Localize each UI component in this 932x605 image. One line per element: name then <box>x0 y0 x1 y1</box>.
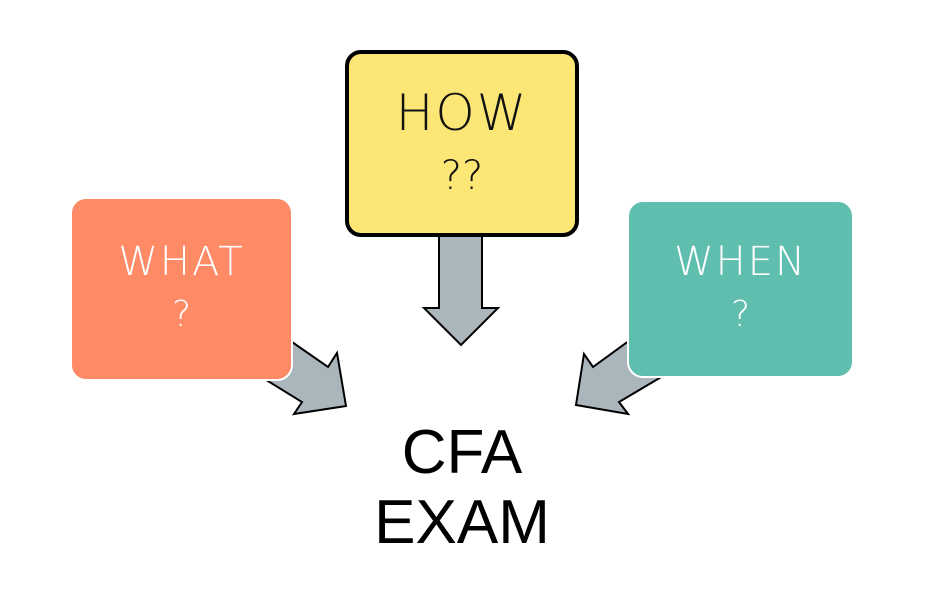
how-mark: ?? <box>440 153 484 199</box>
how-box: HOW ?? <box>345 50 579 237</box>
when-box: WHEN ? <box>627 200 854 378</box>
when-title: WHEN <box>674 239 807 285</box>
center-label: CFA EXAM <box>330 418 594 558</box>
center-line-1: CFA <box>401 418 523 487</box>
how-title: HOW <box>395 84 529 142</box>
what-mark: ? <box>171 294 192 335</box>
what-box: WHAT ? <box>70 197 293 381</box>
when-mark: ? <box>730 294 751 335</box>
arrow-how-to-center <box>421 229 501 347</box>
center-line-2: EXAM <box>374 488 550 557</box>
what-title: WHAT <box>118 239 245 285</box>
